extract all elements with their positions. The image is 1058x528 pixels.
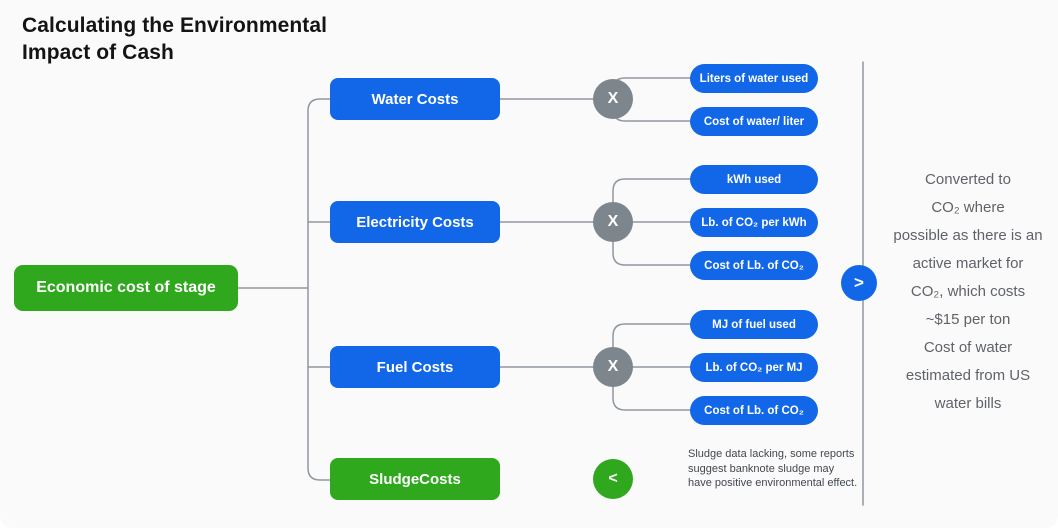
factor-label: Liters of water used [699, 72, 809, 85]
factor-label: Cost of Lb. of CO₂ [704, 259, 804, 272]
root-node-economic-cost: Economic cost of stage [14, 265, 238, 311]
conversion-note-line: possible as there is an [893, 227, 1043, 245]
branch-water-label: Water Costs [371, 90, 459, 108]
branch-water-costs: Water Costs [330, 78, 500, 120]
connector-electricity-factor-3 [612, 221, 691, 266]
page-title-line-1: Calculating the Environmental [22, 14, 328, 37]
less-than-icon: < [593, 459, 633, 499]
page-title-line-2: Impact of Cash [22, 41, 174, 65]
connector-trunk [307, 98, 331, 481]
factor-pill: Cost of Lb. of CO₂ [690, 251, 818, 280]
conversion-note: Converted to CO₂ where possible as there… [880, 166, 1056, 418]
greater-than-symbol: > [854, 273, 864, 292]
root-node-label: Economic cost of stage [36, 279, 216, 296]
multiply-symbol: X [607, 358, 619, 375]
factor-pill: Lb. of CO₂ per kWh [690, 208, 818, 237]
conversion-note-line: active market for [912, 255, 1024, 273]
conversion-note-line: CO₂ where [931, 199, 1005, 217]
branch-electricity-costs: Electricity Costs [330, 201, 500, 243]
factor-label: kWh used [726, 173, 782, 186]
factor-label: MJ of fuel used [712, 318, 796, 331]
factor-label: Lb. of CO₂ per kWh [701, 216, 807, 229]
multiply-icon: X [593, 79, 633, 119]
less-than-symbol: < [608, 470, 618, 487]
factor-pill: Lb. of CO₂ per MJ [690, 353, 818, 382]
connector-electricity-factor-1 [612, 178, 691, 223]
greater-than-icon: > [841, 265, 877, 301]
multiply-icon: X [593, 347, 633, 387]
factor-label: Cost of Lb. of CO₂ [704, 404, 804, 417]
conversion-note-line: CO₂, which costs [910, 283, 1026, 301]
multiply-icon: X [593, 202, 633, 242]
factor-pill: MJ of fuel used [690, 310, 818, 339]
branch-fuel-label: Fuel Costs [376, 358, 454, 376]
branch-sludge-costs: SludgeCosts [330, 458, 500, 500]
factor-pill: Cost of water/ liter [690, 107, 818, 136]
factor-label: Cost of water/ liter [703, 115, 805, 128]
conversion-note-line: Cost of water [923, 339, 1013, 357]
page-title: Calculating the Environmental Impact of … [22, 12, 392, 67]
multiply-symbol: X [607, 213, 619, 230]
connector-fuel-factor-1 [612, 323, 691, 368]
factor-label: Lb. of CO₂ per MJ [705, 361, 803, 374]
conversion-note-line: ~$15 per ton [925, 311, 1011, 329]
conversion-note-line: Converted to [925, 171, 1011, 188]
branch-electricity-label: Electricity Costs [356, 213, 474, 231]
factor-pill: Liters of water used [690, 64, 818, 93]
sludge-annotation: Sludge data lacking, some reports sugges… [688, 448, 858, 490]
branch-sludge-label: SludgeCosts [369, 470, 461, 488]
factor-pill: kWh used [690, 165, 818, 194]
multiply-symbol: X [607, 90, 619, 107]
conversion-note-line: estimated from US [905, 367, 1031, 385]
branch-fuel-costs: Fuel Costs [330, 346, 500, 388]
connector-fuel-factor-3 [612, 366, 691, 411]
conversion-note-line: water bills [934, 395, 1002, 413]
factor-pill: Cost of Lb. of CO₂ [690, 396, 818, 425]
